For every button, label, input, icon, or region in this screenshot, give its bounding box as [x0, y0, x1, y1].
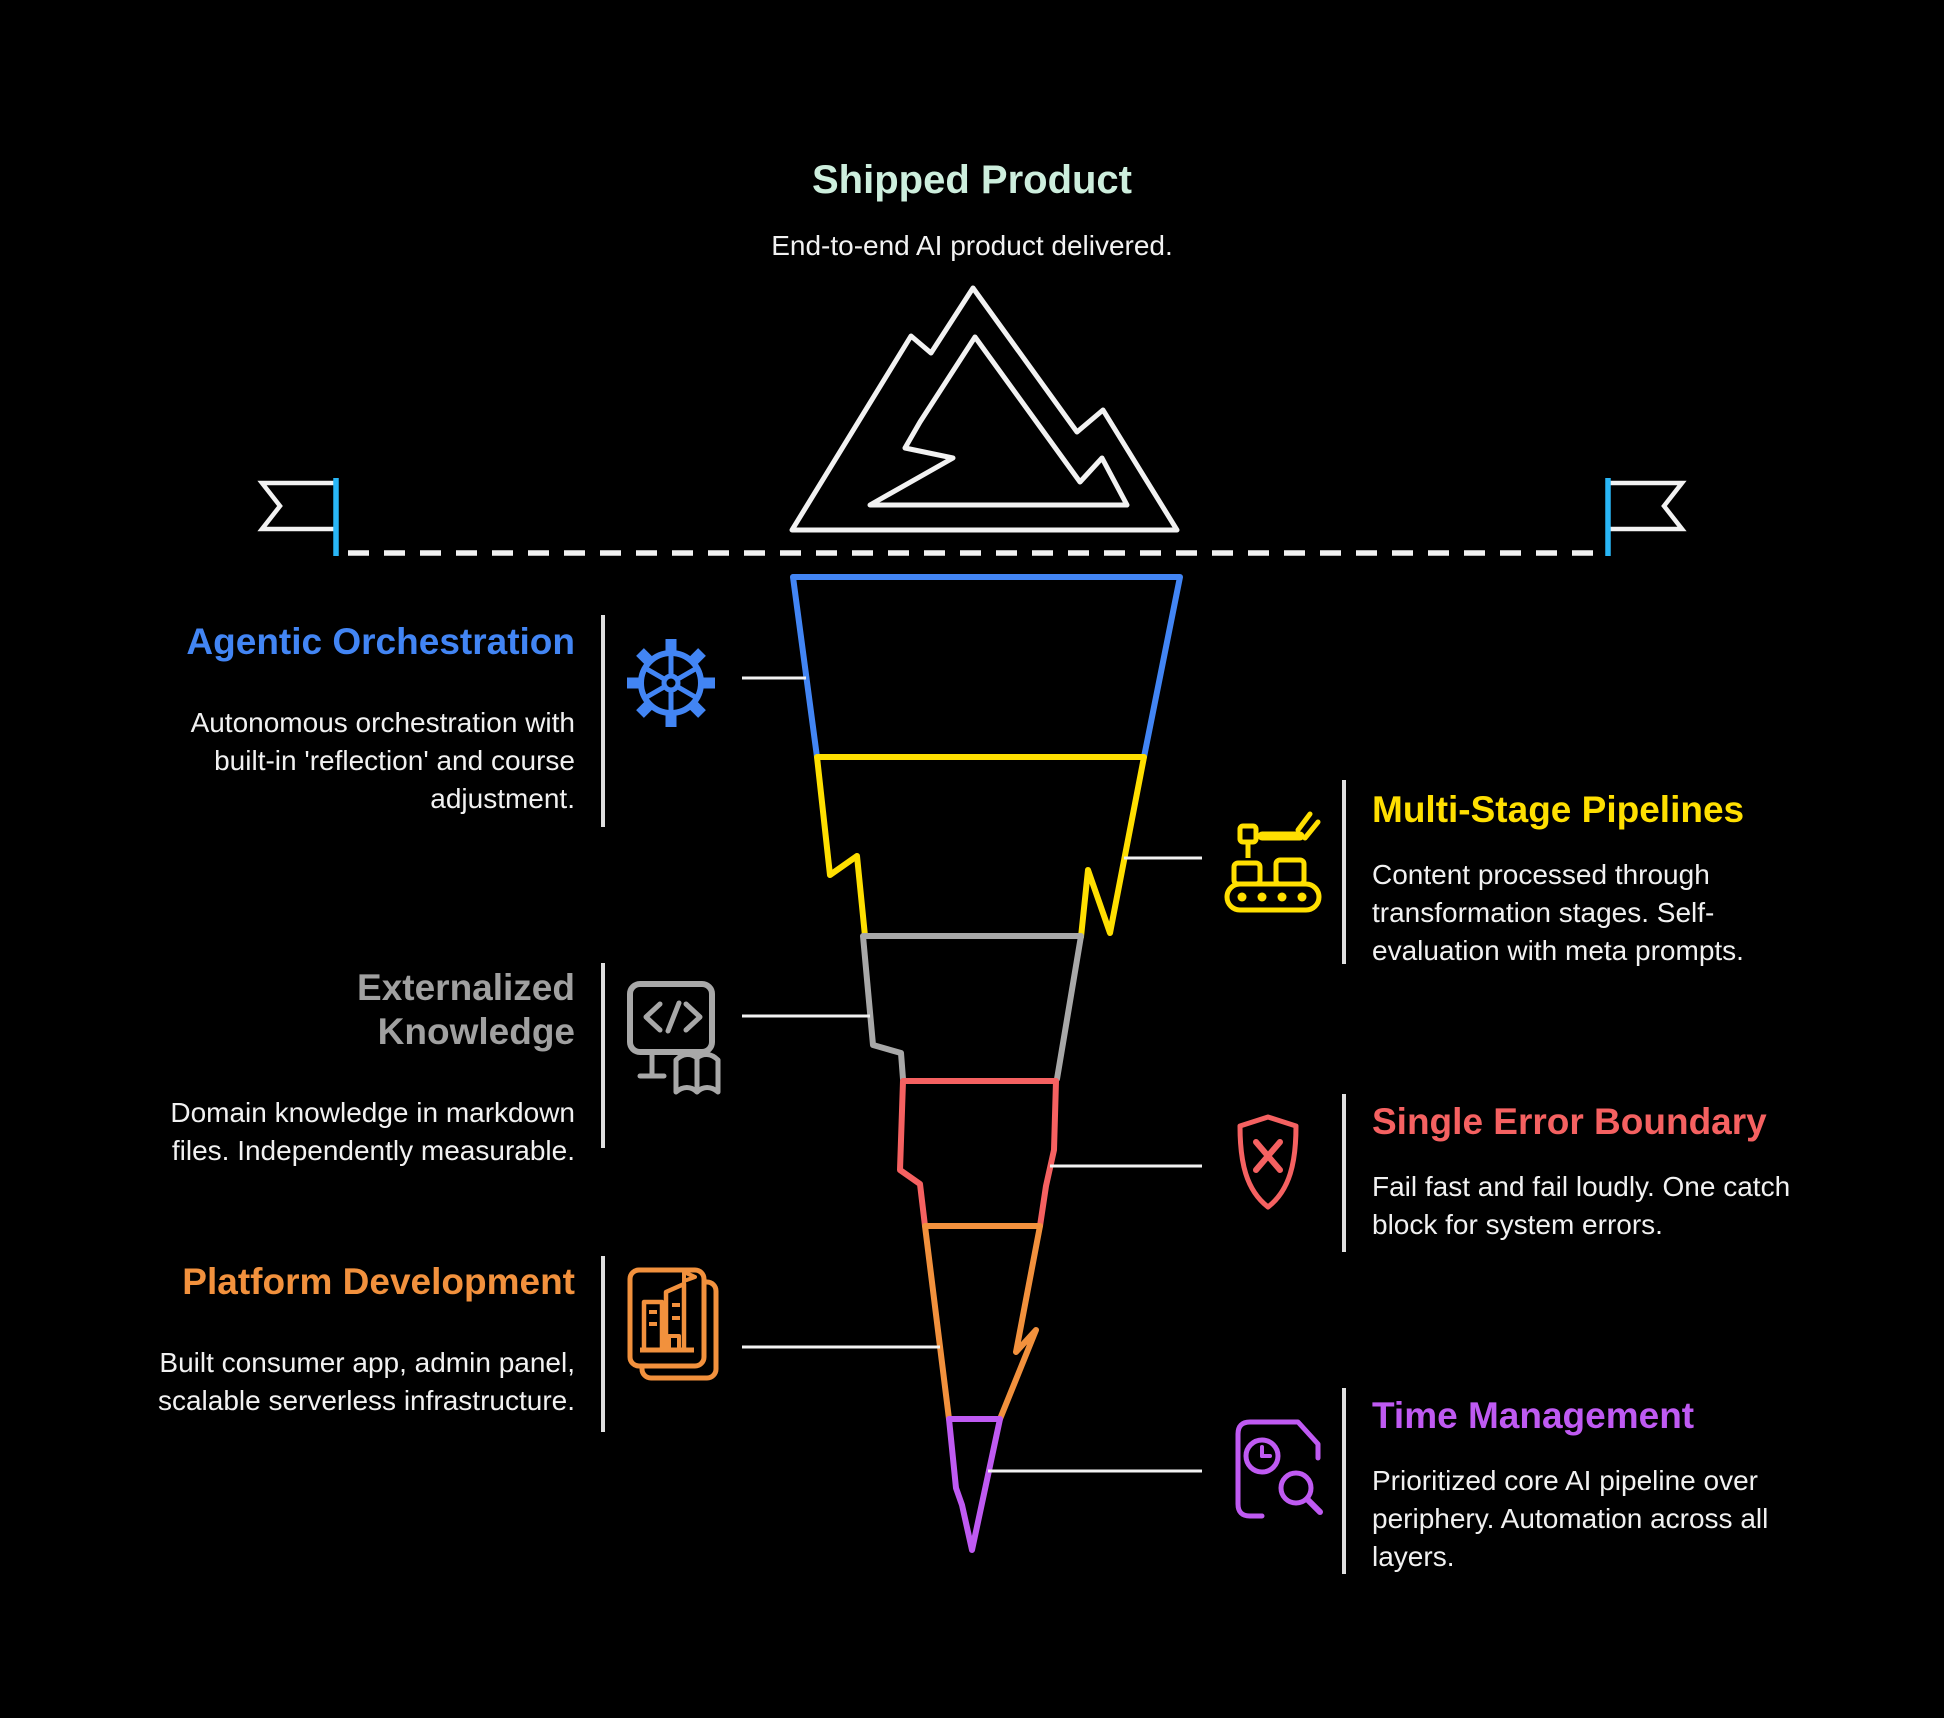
- separator-single-error: [1342, 1094, 1346, 1252]
- robot-arm-conveyor-icon: [1224, 811, 1322, 913]
- separator-time: [1342, 1388, 1346, 1574]
- section-description: Built consumer app, admin panel, scalabl…: [157, 1347, 575, 1416]
- section-description: Fail fast and fail loudly. One catch blo…: [1372, 1171, 1791, 1240]
- section-description: Content processed through transformation…: [1372, 859, 1744, 966]
- page-title: Shipped Product: [812, 158, 1132, 202]
- section-title: Time Management: [1372, 1395, 1695, 1436]
- section-time-management: Time Management Prioritized core AI pipe…: [1372, 1394, 1802, 1576]
- flag-left-icon: [257, 478, 339, 556]
- section-description: Domain knowledge in markdown files. Inde…: [170, 1097, 575, 1166]
- section-platform-development: Platform Development Built consumer app,…: [155, 1260, 575, 1420]
- separator-externalized: [601, 963, 605, 1148]
- funnel-segment-platform-development: [922, 1223, 1043, 1422]
- section-title: Single Error Boundary: [1372, 1101, 1767, 1142]
- section-description: Prioritized core AI pipeline over periph…: [1372, 1465, 1769, 1572]
- separator-platform: [601, 1256, 605, 1432]
- funnel-segment-time-management: [946, 1416, 1003, 1553]
- building-card-icon: [627, 1267, 719, 1381]
- section-title: Externalized Knowledge: [357, 967, 575, 1052]
- funnel-segment-externalized-knowledge: [860, 933, 1084, 1082]
- page-subtitle: End-to-end AI product delivered.: [771, 230, 1173, 261]
- section-multi-stage-pipelines: Multi-Stage Pipelines Content processed …: [1372, 788, 1802, 970]
- section-title: Multi-Stage Pipelines: [1372, 789, 1745, 830]
- funnel-segment-agentic-orchestration: [790, 574, 1183, 760]
- section-agentic-orchestration: Agentic Orchestration Autonomous orchest…: [155, 620, 575, 818]
- gear-icon: [627, 639, 715, 727]
- section-externalized-knowledge: Externalized Knowledge Domain knowledge …: [155, 966, 575, 1170]
- flag-right-icon: [1605, 478, 1687, 556]
- funnel-segment-multi-stage-pipelines: [814, 754, 1147, 940]
- section-description: Autonomous orchestration with built-in '…: [190, 707, 575, 814]
- separator-agentic: [601, 615, 605, 827]
- shield-x-icon: [1237, 1114, 1299, 1210]
- section-title: Platform Development: [182, 1261, 575, 1302]
- separator-multi-stage: [1342, 780, 1346, 964]
- code-book-icon: [627, 981, 721, 1095]
- document-clock-search-icon: [1235, 1419, 1323, 1519]
- section-single-error-boundary: Single Error Boundary Fail fast and fail…: [1372, 1100, 1802, 1244]
- funnel-segment-single-error-boundary: [897, 1078, 1059, 1229]
- section-title: Agentic Orchestration: [186, 621, 575, 662]
- mountain-icon: [789, 285, 1180, 533]
